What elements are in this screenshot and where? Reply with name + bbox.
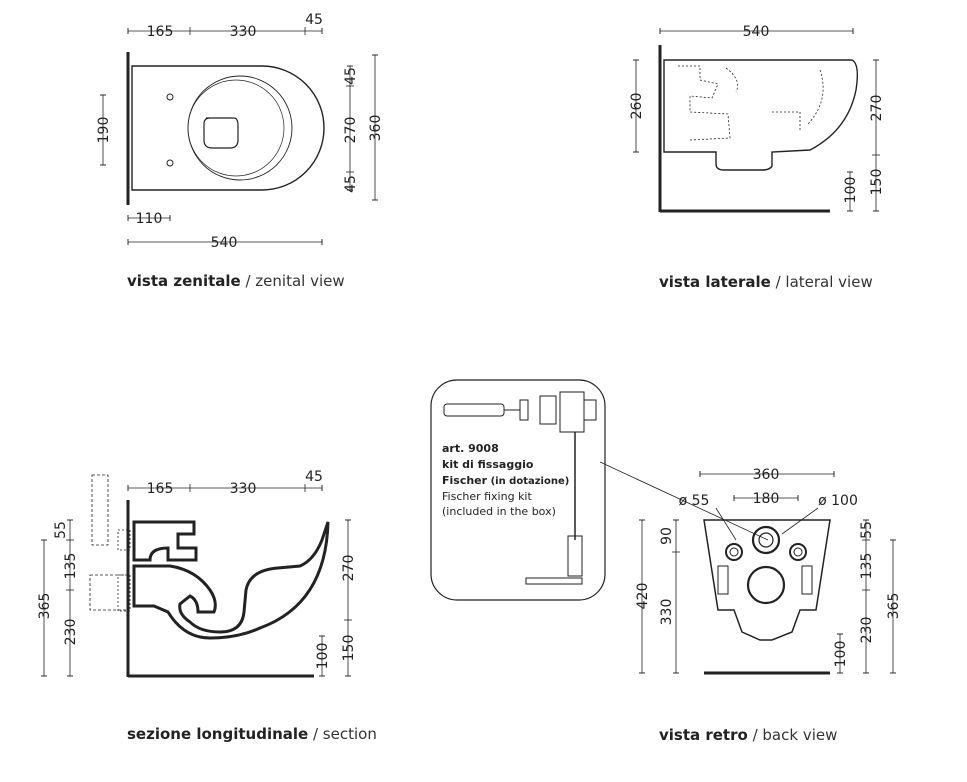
dim-top-110: 110	[136, 211, 163, 227]
lateral-view-drawing	[658, 45, 859, 213]
caption-top-view-main: vista zenitale	[127, 272, 241, 290]
caption-lateral-view: vista laterale / lateral view	[659, 273, 873, 291]
dim-top-360: 360	[368, 115, 384, 142]
dim-top-330: 330	[230, 24, 257, 40]
dim-back-365: 365	[886, 593, 902, 620]
kit-brand: Fischer	[442, 474, 488, 487]
dim-back-dia-55: ø 55	[679, 493, 710, 509]
dim-lateral-260: 260	[629, 93, 645, 120]
dim-section-135: 135	[63, 553, 79, 580]
kit-leader-line	[599, 461, 769, 541]
caption-top-view: vista zenitale / zenital view	[127, 272, 345, 290]
section-view-drawing	[89, 474, 330, 678]
kit-brand-line: Fischer (in dotazione)	[442, 474, 569, 487]
dim-back-90: 90	[659, 527, 675, 545]
dim-section-100: 100	[315, 643, 331, 670]
dim-back-420: 420	[635, 583, 651, 610]
back-view-drawing	[703, 519, 831, 675]
dim-back-330: 330	[659, 599, 675, 626]
dim-back-135: 135	[859, 553, 875, 580]
top-view: 165 330 45 190 45 270 360 45 110 540	[96, 12, 384, 251]
caption-lateral-view-sub: / lateral view	[775, 273, 873, 291]
dim-back-dia-100: ø 100	[818, 493, 858, 509]
caption-back-view-sub: / back view	[752, 726, 838, 744]
dim-back-230: 230	[859, 617, 875, 644]
dim-top-45-upper: 45	[343, 67, 359, 85]
dim-section-230: 230	[63, 619, 79, 646]
kit-name-it: kit di fissaggio	[442, 458, 534, 471]
dim-top-165: 165	[147, 24, 174, 40]
kit-included-it: (in dotazione)	[491, 476, 570, 487]
dim-lateral-270: 270	[869, 95, 885, 122]
kit-frame	[430, 379, 606, 601]
lateral-view: 540 260 270 150 100	[629, 24, 885, 213]
dim-section-270: 270	[341, 555, 357, 582]
dim-top-270: 270	[343, 117, 359, 144]
caption-section-view-sub: / section	[312, 725, 377, 743]
top-view-drawing	[126, 52, 325, 205]
dim-back-180: 180	[753, 491, 780, 507]
dim-section-165: 165	[147, 481, 174, 497]
caption-top-view-sub: / zenital view	[245, 272, 345, 290]
caption-back-view: vista retro / back view	[659, 726, 837, 744]
dim-top-45-lower: 45	[343, 175, 359, 193]
fixing-kit-drawing	[443, 391, 597, 585]
caption-back-view-main: vista retro	[659, 726, 748, 744]
dim-section-55: 55	[53, 521, 69, 539]
caption-section-view-main: sezione longitudinale	[127, 725, 309, 743]
lateral-view-dimensions	[632, 27, 880, 212]
dim-back-55: 55	[859, 521, 875, 539]
dim-lateral-150: 150	[869, 169, 885, 196]
dim-section-330: 330	[230, 481, 257, 497]
dim-lateral-540: 540	[743, 24, 770, 40]
section-view: 165 330 45 55 135 230 365 270 150 100	[37, 469, 357, 678]
kit-included-en: (included in the box)	[442, 505, 556, 518]
dim-section-45: 45	[305, 469, 323, 485]
fixing-kit-callout: art. 9008 kit di fissaggio Fischer (in d…	[430, 379, 769, 601]
dim-section-365: 365	[37, 593, 53, 620]
caption-section-view: sezione longitudinale / section	[127, 725, 377, 743]
caption-lateral-view-main: vista laterale	[659, 273, 771, 291]
kit-name-en: Fischer fixing kit	[442, 490, 532, 503]
back-view-dimensions	[638, 470, 897, 674]
dim-back-360: 360	[753, 467, 780, 483]
dim-section-150: 150	[341, 635, 357, 662]
top-view-dimensions	[99, 27, 379, 246]
kit-article: art. 9008	[442, 442, 499, 455]
dim-top-540: 540	[211, 235, 238, 251]
dim-top-45: 45	[305, 12, 323, 28]
back-view: 360 ø 55 180 ø 100 90 330 420 55 135 230…	[635, 467, 902, 675]
dim-lateral-100: 100	[843, 177, 859, 204]
dim-back-100: 100	[833, 641, 849, 668]
section-view-dimensions	[40, 484, 352, 677]
dim-top-190: 190	[96, 117, 112, 144]
